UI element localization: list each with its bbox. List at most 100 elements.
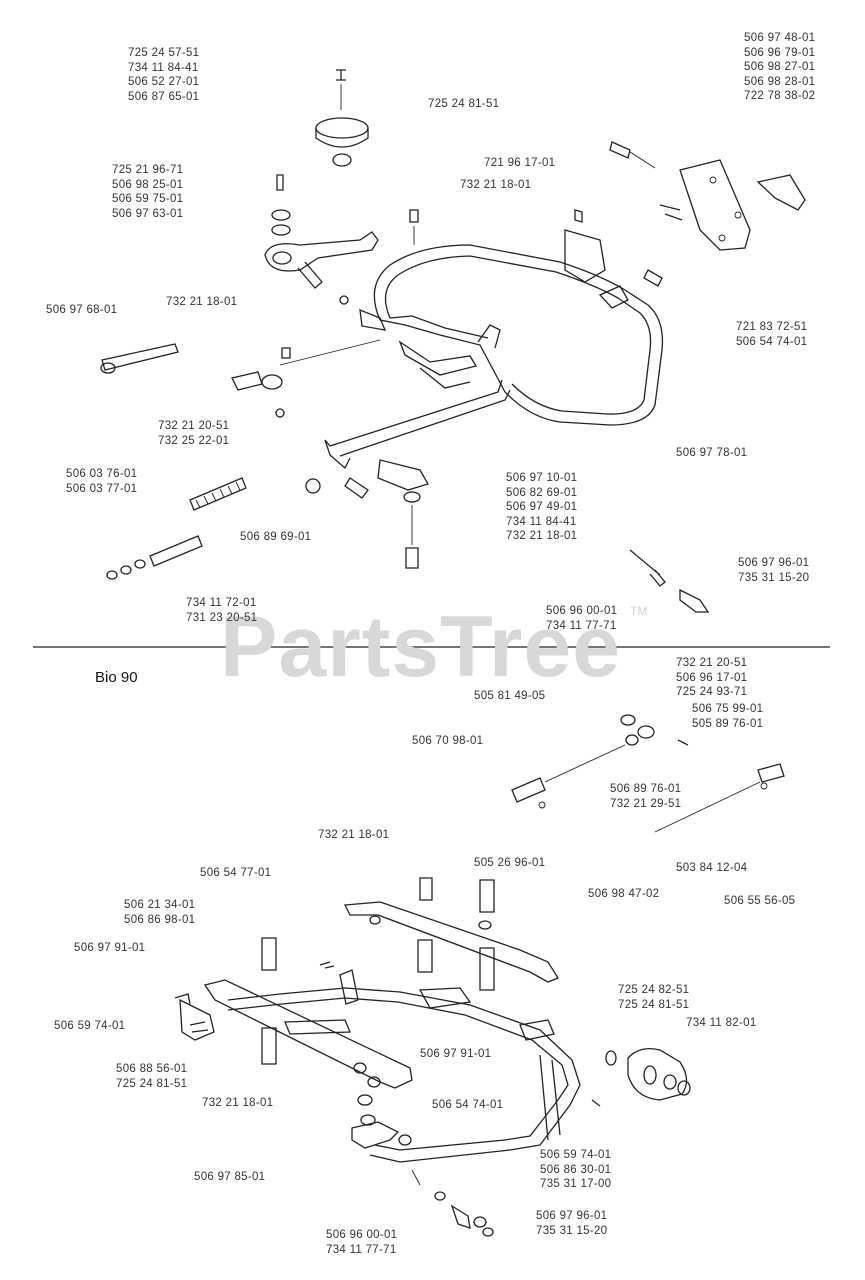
part-number: 732 25 22-01 [158, 434, 230, 447]
part-number: 506 96 00-01 [326, 1229, 398, 1241]
lower-part-number-group: 506 75 99-01 505 89 76-01 [692, 702, 763, 731]
part-number: 506 98 28-01 [744, 75, 816, 88]
left-lever-part [264, 174, 379, 289]
lower-part-number-group: 506 98 47-02 [588, 887, 659, 902]
part-number: 732 21 18-01 [318, 829, 390, 841]
part-number: 506 97 48-01 [744, 32, 816, 44]
part-number: 725 24 81-51 [428, 98, 500, 110]
upper-part-number-group: 725 21 96-71 506 98 25-01 506 59 75-01 506 … [112, 163, 183, 221]
part-number: 506 87 65-01 [128, 90, 200, 103]
part-number: 732 21 20-51 [676, 657, 748, 669]
part-number: 506 97 85-01 [194, 1171, 266, 1183]
lower-part-number-group: 506 89 76-01 732 21 29-51 [610, 782, 681, 811]
lower-left-arm [174, 937, 421, 1186]
part-number: 506 03 76-01 [66, 468, 138, 480]
lower-main-frame [227, 961, 581, 1163]
trademark-mark: TM [630, 604, 648, 618]
part-number: 506 98 25-01 [112, 178, 184, 191]
upper-left-rod [100, 209, 419, 418]
part-number: 503 84 12-04 [676, 862, 748, 874]
upper-part-number-group: 721 96 17-01 [484, 156, 555, 171]
part-number: 732 21 18-01 [166, 296, 238, 308]
part-number: 506 03 77-01 [66, 482, 138, 495]
lower-part-number-group: 725 24 82-51 725 24 81-51 [618, 983, 689, 1012]
part-number: 506 96 17-01 [676, 671, 748, 684]
part-number: 505 81 49-05 [474, 690, 546, 702]
part-number: 735 31 17-00 [540, 1178, 612, 1190]
part-number: 506 89 69-01 [240, 531, 312, 543]
upper-part-number-group: 732 21 18-01 [460, 178, 531, 193]
upper-part-number-group: 725 24 81-51 [428, 97, 499, 112]
part-number: 506 98 27-01 [744, 61, 816, 73]
upper-main-frame [324, 209, 664, 470]
upper-assembly [100, 69, 806, 613]
part-number: 735 31 15-20 [738, 571, 810, 584]
part-number: 505 89 76-01 [692, 717, 764, 730]
lower-part-number-group: 503 84 12-04 [676, 861, 747, 876]
part-number: 506 59 74-01 [540, 1149, 612, 1161]
lower-part-number-group: 505 26 96-01 [474, 856, 545, 871]
lower-assembly [174, 714, 785, 1237]
part-number: 506 59 74-01 [54, 1020, 126, 1032]
part-number: 725 24 57-51 [128, 47, 200, 59]
part-number: 734 11 82-01 [686, 1017, 757, 1029]
part-number: 721 83 72-51 [736, 321, 808, 333]
part-number: 506 82 69-01 [506, 486, 578, 499]
part-number: 506 88 56-01 [116, 1063, 188, 1075]
lower-section-title: Bio 90 [95, 669, 138, 686]
part-number: 506 75 99-01 [692, 703, 764, 715]
part-number: 732 21 18-01 [202, 1097, 274, 1109]
part-number: 732 21 29-51 [610, 797, 682, 810]
part-number: 732 21 18-01 [506, 530, 578, 542]
part-number: 734 11 77-71 [326, 1243, 397, 1256]
upper-part-number-group: 506 96 00-01 734 11 77-71 [546, 604, 617, 633]
part-number: 725 24 82-51 [618, 984, 690, 996]
part-number: 506 86 98-01 [124, 913, 196, 926]
lower-part-number-group: 506 54 74-01 [432, 1098, 503, 1113]
upper-part-number-group: 732 21 18-01 [166, 295, 237, 310]
lower-part-number-group: 505 81 49-05 [474, 689, 545, 704]
part-number: 734 11 72-01 [186, 597, 257, 609]
part-number: 506 97 68-01 [46, 304, 118, 316]
part-number: 506 97 63-01 [112, 207, 184, 220]
part-number: 506 54 74-01 [432, 1099, 504, 1111]
upper-part-number-group: 506 89 69-01 [240, 530, 311, 545]
part-number: 506 96 00-01 [546, 605, 618, 617]
upper-part-number-group: 506 97 68-01 [46, 303, 117, 318]
part-number: 722 78 38-02 [744, 90, 816, 102]
lower-part-number-group: 506 54 77-01 [200, 866, 271, 881]
upper-right-plate [609, 141, 806, 287]
lower-part-number-group: 732 21 18-01 [202, 1096, 273, 1111]
part-number: 725 24 81-51 [618, 998, 690, 1011]
part-number: 725 21 96-71 [112, 164, 184, 176]
part-number: 735 31 15-20 [536, 1224, 608, 1237]
part-number: 506 86 30-01 [540, 1163, 612, 1176]
part-number: 732 21 18-01 [460, 179, 532, 191]
lower-part-number-group: 506 97 91-01 [74, 941, 145, 956]
part-number: 721 96 17-01 [484, 157, 556, 169]
upper-part-number-group: 506 97 78-01 [676, 446, 747, 461]
lower-part-number-group: 732 21 18-01 [318, 828, 389, 843]
lower-part-number-group: 732 21 20-51 506 96 17-01 725 24 93-71 [676, 656, 747, 700]
part-number: 506 97 96-01 [738, 557, 810, 569]
parts-tree-watermark: PartsTree [220, 599, 622, 695]
part-number: 505 26 96-01 [474, 857, 546, 869]
part-number: 725 24 81-51 [116, 1077, 188, 1090]
lower-part-number-group: 506 70 98-01 [412, 734, 483, 749]
part-number: 506 52 27-01 [128, 76, 200, 88]
part-number: 506 97 78-01 [676, 447, 748, 459]
part-number: 734 11 77-71 [546, 619, 617, 632]
lower-part-number-group: 506 59 74-01 [54, 1019, 125, 1034]
part-number: 506 89 76-01 [610, 783, 682, 795]
part-number: 725 24 93-71 [676, 686, 748, 698]
upper-spring-parts [106, 459, 710, 613]
part-number: 506 59 75-01 [112, 193, 184, 205]
part-number: 731 23 20-51 [186, 611, 258, 624]
